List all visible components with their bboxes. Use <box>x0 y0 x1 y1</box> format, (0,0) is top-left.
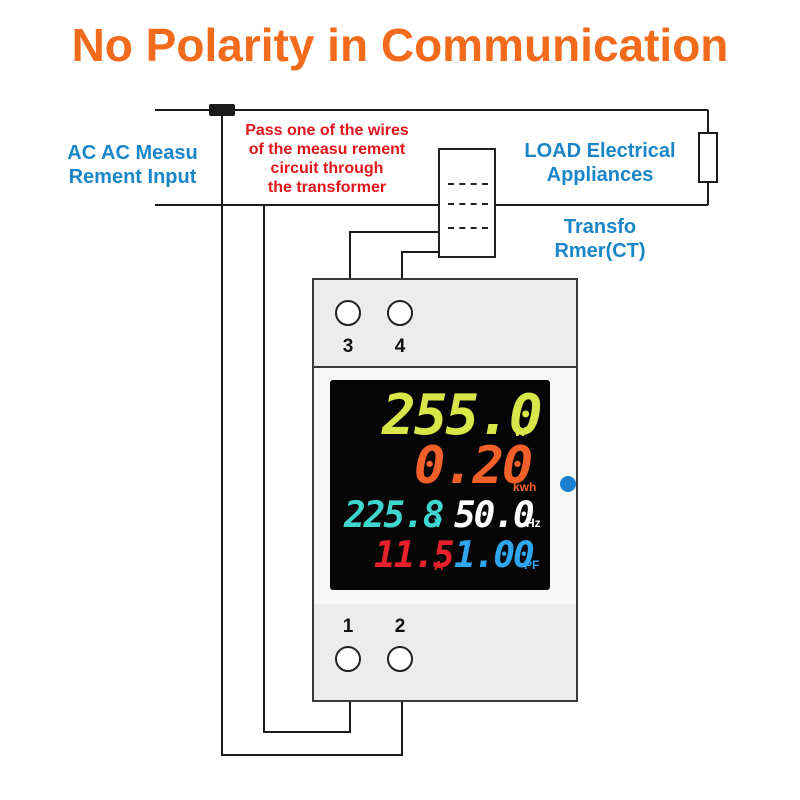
terminal-1-label: 1 <box>342 616 354 637</box>
terminal-1 <box>335 646 361 672</box>
terminal-4-label: 4 <box>394 336 406 357</box>
wire-to-terminal-2 <box>221 110 403 756</box>
meter-top-terminal-block <box>312 278 578 368</box>
terminal-2 <box>387 646 413 672</box>
power-factor-value: 1.00 <box>454 535 535 576</box>
ct-winding-1 <box>448 183 488 185</box>
power-factor-unit: PF <box>524 558 540 572</box>
ct-lead-terminal-4 <box>401 251 446 278</box>
terminal-3-label: 3 <box>342 336 354 357</box>
page-title: No Polarity in Communication <box>71 19 729 71</box>
ct-winding-3 <box>448 227 488 229</box>
ac-input-label: AC AC Measu Rement Input <box>67 142 198 188</box>
current-transformer <box>438 148 496 258</box>
ct-label: Transfo Rmer(CT) <box>554 216 646 262</box>
current-value: 11.5 <box>374 535 455 576</box>
power-value: 255.0 <box>382 383 543 448</box>
wire-clamp <box>209 104 235 116</box>
frequency-unit: Hz <box>526 516 541 530</box>
frequency-value: 50.0 <box>454 495 535 536</box>
load-label: LOAD Electrical Appliances <box>524 140 676 186</box>
voltage-value: 225.8 <box>344 495 444 536</box>
ct-lead-terminal-3 <box>349 231 446 278</box>
terminal-2-label: 2 <box>394 616 406 637</box>
energy-value: 0.20 <box>414 436 533 496</box>
transformer-note: Pass one of the wires of the measu remen… <box>245 122 409 196</box>
terminal-3 <box>335 300 361 326</box>
ct-winding-2 <box>448 203 488 205</box>
status-led <box>560 476 576 492</box>
voltage-unit: V <box>434 516 443 530</box>
terminal-4 <box>387 300 413 326</box>
power-unit: W <box>514 424 527 439</box>
wire-to-terminal-1 <box>263 205 351 733</box>
current-unit: A <box>434 558 444 573</box>
load-resistor <box>698 132 718 183</box>
energy-unit: kwh <box>513 480 537 494</box>
lcd-screen: 255.0 W 0.20 kwh 225.8 V 50.0 Hz 11.5 A … <box>330 380 550 590</box>
